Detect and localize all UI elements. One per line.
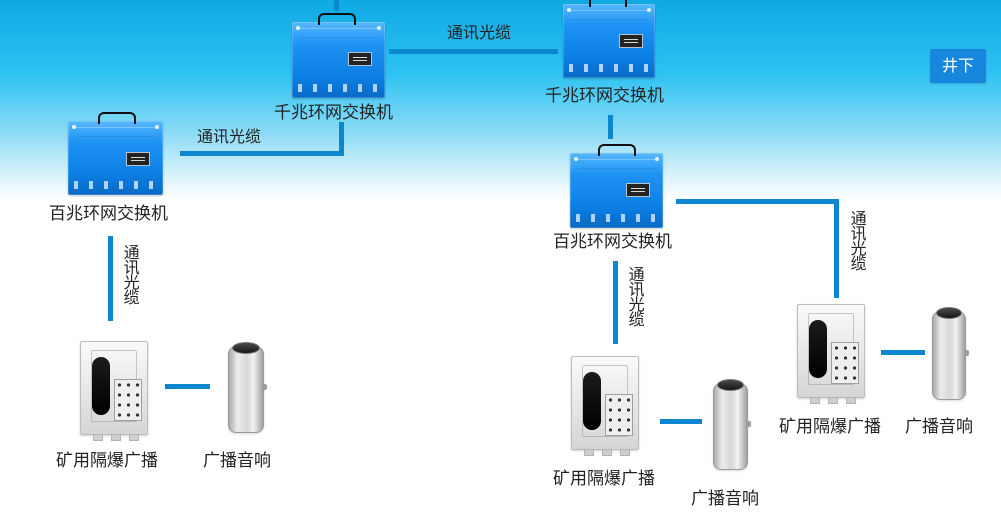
right-device-link (881, 350, 925, 355)
left-device-link (165, 384, 210, 389)
left-vertical-cable-label: 通讯光缆 (120, 244, 140, 304)
right-vertical-link (834, 199, 839, 298)
hundred-switch-right-label: 百兆环网交换机 (553, 232, 672, 252)
middle-vertical-cable-label: 通讯光缆 (625, 266, 645, 326)
speaker-left-label: 广播音响 (203, 451, 271, 471)
broadcast-middle-label: 矿用隔爆广播 (553, 469, 655, 489)
top-horizontal-link (389, 49, 558, 54)
speaker-left-icon (228, 342, 267, 433)
hundred-switch-left-label: 百兆环网交换机 (49, 204, 168, 224)
speaker-right-icon (932, 307, 969, 400)
gigabit-switch-right-icon (563, 0, 655, 78)
gigabit-switch-right-label: 千兆环网交换机 (545, 86, 664, 106)
broadcast-right-icon (797, 304, 865, 404)
broadcast-middle-icon (571, 356, 639, 456)
hundred-switch-left-icon (68, 112, 163, 195)
speaker-middle-icon (713, 379, 751, 470)
middle-device-link (660, 419, 702, 424)
left-cable-label: 通讯光缆 (197, 127, 262, 146)
top-vertical-link (334, 0, 339, 11)
right-horizontal-link (676, 199, 839, 204)
right-center-vertical-link (608, 115, 613, 139)
gigabit-switch-left-label: 千兆环网交换机 (274, 103, 393, 123)
speaker-right-label: 广播音响 (905, 417, 973, 437)
hundred-switch-right-icon (570, 144, 663, 228)
underground-badge: 井下 (930, 49, 986, 83)
left-upper-vertical-link (339, 122, 344, 156)
left-horizontal-link (180, 151, 343, 156)
top-cable-label: 通讯光缆 (447, 23, 512, 42)
speaker-middle-label: 广播音响 (691, 489, 759, 509)
middle-vertical-link (613, 261, 618, 344)
broadcast-right-label: 矿用隔爆广播 (779, 417, 881, 437)
gigabit-switch-left-icon (292, 13, 385, 98)
broadcast-left-icon (80, 341, 148, 441)
right-vertical-cable-label: 通讯光缆 (847, 210, 867, 270)
left-vertical-link (108, 236, 113, 321)
broadcast-left-label: 矿用隔爆广播 (56, 451, 158, 471)
